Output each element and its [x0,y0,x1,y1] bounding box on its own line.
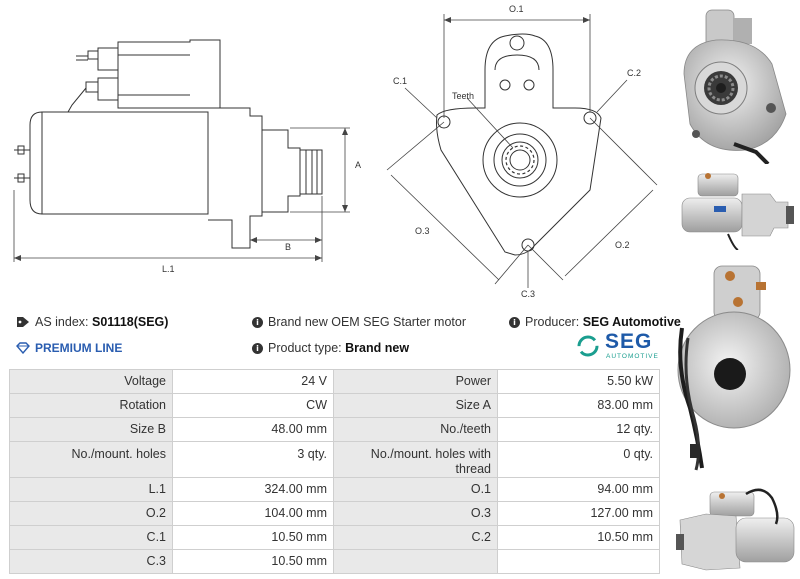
spec-value: 83.00 mm [497,393,660,418]
info-icon: i [252,342,263,354]
dim-o3-label: O.3 [415,226,430,236]
spec-label: No./teeth [333,417,498,442]
spec-value: 24 V [172,369,334,394]
spec-label: Size B [9,417,173,442]
dim-c1-label: C.1 [393,76,407,86]
producer-label: Producer: [525,315,580,329]
spec-value: 48.00 mm [172,417,334,442]
product-photo-side [681,173,794,250]
dim-a-label: A [355,160,361,170]
product-photo-front [683,9,787,164]
spec-value: 3 qty. [172,441,334,478]
spec-label: O.2 [9,501,173,526]
spec-value: 5.50 kW [497,369,660,394]
producer-row: i Producer: SEG Automotive [509,315,681,329]
seg-logo-text: SEG [605,330,653,353]
as-index-row: AS index: S01118(SEG) [16,315,168,329]
dim-o2-label: O.2 [615,240,630,250]
dim-l1-label: L.1 [162,264,175,274]
spec-label [333,549,498,574]
spec-label: O.1 [333,477,498,502]
spec-value: 10.50 mm [497,525,660,550]
dim-c3-label: C.3 [521,289,535,299]
tag-icon [17,317,29,327]
front-view-drawing: O.1 O.2 O.3 C.1 C.2 C.3 Teeth [386,4,658,299]
product-type-value: Brand new [345,341,410,355]
seg-logo-mark [577,335,599,357]
spec-value: 104.00 mm [172,501,334,526]
spec-value: 10.50 mm [172,549,334,574]
premium-line-badge: PREMIUM LINE [16,341,122,355]
product-type-row: i Product type: Brand new [252,341,409,355]
spec-value: 324.00 mm [172,477,334,502]
spec-value: 12 qty. [497,417,660,442]
spec-label: C.1 [9,525,173,550]
as-index-label: AS index: [35,315,89,329]
producer-value: SEG Automotive [582,315,681,329]
spec-label: No./mount. holes [9,441,173,478]
spec-value: 0 qty. [497,441,660,478]
dim-o1-label: O.1 [509,4,524,14]
seg-logo: SEG AUTOMOTIVE [576,330,662,362]
side-view-drawing: A B L.1 [13,39,361,274]
spec-label: Size A [333,393,498,418]
spec-label: L.1 [9,477,173,502]
spec-value: 10.50 mm [172,525,334,550]
seg-logo-subtext: AUTOMOTIVE [606,353,659,360]
spec-label: Rotation [9,393,173,418]
dim-b-label: B [285,242,291,252]
as-index-value: S01118(SEG) [92,315,169,329]
product-photo-side-2 [676,488,795,571]
info-icon: i [252,316,263,328]
spec-label: No./mount. holes with thread [333,441,498,478]
product-photo-rear [677,265,791,471]
info-icon: i [509,316,520,328]
description-row: i Brand new OEM SEG Starter motor [252,315,466,329]
spec-label: O.3 [333,501,498,526]
spec-value [497,549,660,574]
spec-label: Power [333,369,498,394]
spec-value: 127.00 mm [497,501,660,526]
spec-label: C.2 [333,525,498,550]
spec-value: CW [172,393,334,418]
description-text: Brand new OEM SEG Starter motor [268,315,466,329]
spec-label: C.3 [9,549,173,574]
dim-c2-label: C.2 [627,68,641,78]
spec-label: Voltage [9,369,173,394]
product-type-label: Product type: [268,341,342,355]
spec-value: 94.00 mm [497,477,660,502]
teeth-label: Teeth [452,91,474,101]
premium-line-text: PREMIUM LINE [35,341,123,355]
diamond-icon [16,342,30,354]
